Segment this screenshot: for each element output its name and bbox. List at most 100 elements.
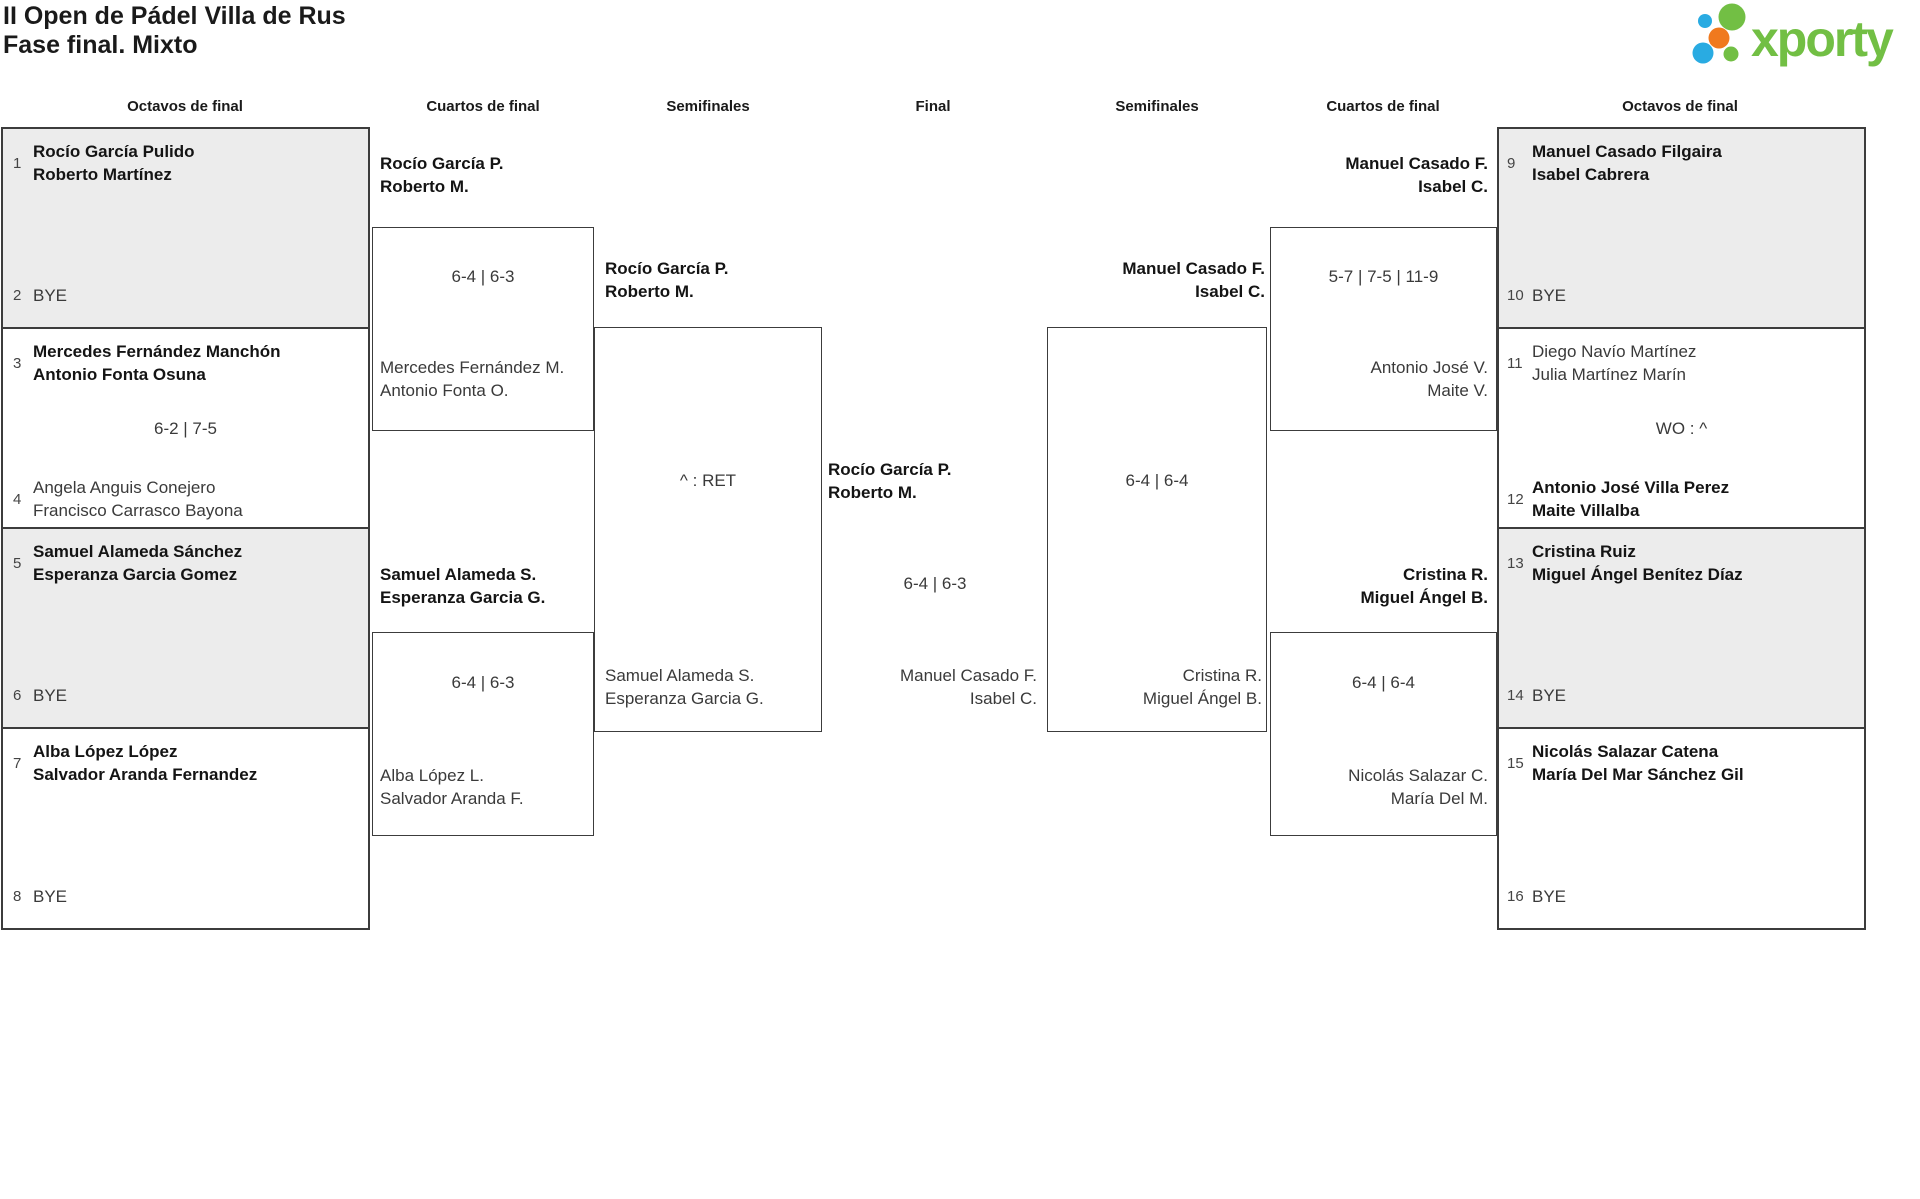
- team-entry-quarter-right-2-winner[interactable]: Cristina R. Miguel Ángel B.: [1361, 563, 1489, 609]
- xporty-logo-graphic: xporty: [1692, 3, 1896, 67]
- bye-label: BYE: [33, 686, 68, 705]
- xporty-logo[interactable]: xporty: [1685, 0, 1920, 70]
- round-header-semis-right: Semifinales: [1115, 98, 1199, 115]
- player-name: Diego Navío Martínez: [1532, 342, 1697, 361]
- bye-label: BYE: [1532, 686, 1567, 705]
- seed-number: 15: [1507, 754, 1524, 772]
- player-name: Miguel Ángel B.: [1360, 588, 1489, 607]
- player-name: Mercedes Fernández M.: [380, 358, 565, 377]
- logo-dot-blue-small: [1698, 14, 1712, 28]
- player-name: Roberto Martínez: [33, 165, 172, 184]
- player-name: Cristina R.: [1402, 565, 1488, 584]
- team-entry-quarter-left-1-loser[interactable]: Mercedes Fernández M.Antonio Fonta O.: [380, 356, 564, 402]
- player-name: Maite V.: [1427, 381, 1488, 400]
- team-entry-seed-16[interactable]: 16 BYE: [1507, 885, 1862, 908]
- seed-number: 1: [13, 154, 22, 172]
- match-score: ^ : RET: [679, 471, 737, 490]
- match-box-semi-right: [1047, 327, 1267, 732]
- player-name: Esperanza Garcia G.: [380, 588, 546, 607]
- player-name: Maite Villalba: [1532, 501, 1640, 520]
- team-entry-seed-14[interactable]: 14 BYE: [1507, 684, 1862, 707]
- team-entry-quarter-right-1-loser[interactable]: Antonio José V.Maite V.: [1370, 356, 1488, 402]
- player-name: Mercedes Fernández Manchón: [33, 342, 281, 361]
- team-entry-seed-10[interactable]: 10 BYE: [1507, 284, 1862, 307]
- player-name: Nicolás Salazar C.: [1348, 766, 1488, 785]
- player-name: María Del Mar Sánchez Gil: [1532, 765, 1744, 784]
- team-entry-quarter-left-2-loser[interactable]: Alba López L.Salvador Aranda F.: [380, 764, 524, 810]
- team-entry-seed-8[interactable]: 8 BYE: [13, 885, 366, 908]
- seed-number: 6: [13, 687, 22, 704]
- seed-number: 16: [1507, 888, 1524, 905]
- player-name: Antonio Fonta Osuna: [33, 365, 206, 384]
- round-header-semis-left: Semifinales: [666, 98, 750, 115]
- player-name: Manuel Casado F.: [1345, 154, 1488, 173]
- match-score: 6-2 | 7-5: [153, 419, 217, 438]
- player-name: Manuel Casado F.: [899, 666, 1037, 685]
- team-entry-semi-left-winner[interactable]: Rocío García P.Roberto M.: [605, 257, 728, 303]
- player-name: Antonio José Villa Perez: [1532, 478, 1730, 497]
- seed-number: 3: [13, 354, 22, 372]
- seed-number: 7: [13, 754, 22, 772]
- match-score: 6-4 | 6-4: [1125, 471, 1189, 490]
- player-name: Nicolás Salazar Catena: [1532, 742, 1719, 761]
- player-name: Manuel Casado Filgaira: [1532, 142, 1722, 161]
- player-name: Roberto M.: [605, 282, 694, 301]
- team-entry-seed-6[interactable]: 6 BYE: [13, 684, 366, 707]
- team-entry-seed-2[interactable]: 2 BYE: [13, 284, 366, 307]
- seed-number: 13: [1507, 554, 1524, 572]
- tournament-phase: Fase final. Mixto: [3, 31, 198, 59]
- logo-wordmark: xporty: [1751, 11, 1894, 67]
- player-name: Esperanza Garcia Gomez: [33, 565, 238, 584]
- team-entry-semi-left-loser[interactable]: Samuel Alameda S.Esperanza Garcia G.: [605, 664, 764, 710]
- team-entry-quarter-right-1-winner[interactable]: Manuel Casado F. Isabel C.: [1345, 152, 1488, 198]
- player-name: Isabel Cabrera: [1532, 165, 1650, 184]
- team-entry-quarter-left-1-winner[interactable]: Rocío García P.Roberto M.: [380, 152, 503, 198]
- player-name: Manuel Casado F.: [1122, 259, 1265, 278]
- match-box-semi-left: [594, 327, 822, 732]
- player-name: Isabel C.: [1418, 177, 1488, 196]
- team-entry-quarter-left-2-winner[interactable]: Samuel Alameda S.Esperanza Garcia G.: [380, 563, 545, 609]
- match-score: 6-4 | 6-3: [903, 574, 967, 593]
- player-name: Miguel Ángel Benítez Díaz: [1532, 565, 1743, 584]
- seed-number: 12: [1507, 490, 1524, 508]
- bye-label: BYE: [33, 286, 68, 305]
- match-score: 6-4 | 6-3: [451, 673, 515, 692]
- seed-number: 14: [1507, 687, 1524, 704]
- match-box-quarter-right-2: [1270, 632, 1497, 836]
- round-header-cuartos-left: Cuartos de final: [426, 98, 540, 115]
- match-score: WO : ^: [1655, 419, 1708, 438]
- bye-label: BYE: [1532, 286, 1567, 305]
- player-name: Samuel Alameda Sánchez: [33, 542, 243, 561]
- match-score: 5-7 | 7-5 | 11-9: [1328, 267, 1439, 286]
- round-header-final: Final: [915, 98, 951, 115]
- team-entry-quarter-right-2-loser[interactable]: Nicolás Salazar C.María Del M.: [1348, 764, 1488, 810]
- team-entry-semi-right-winner[interactable]: Manuel Casado F.Isabel C.: [1122, 257, 1265, 303]
- player-name: Francisco Carrasco Bayona: [33, 501, 243, 520]
- team-entry-final-loser[interactable]: Manuel Casado F.Isabel C.: [900, 664, 1037, 710]
- team-entry-semi-right-loser[interactable]: Cristina R.Miguel Ángel B.: [1143, 664, 1262, 710]
- seed-number: 2: [13, 287, 22, 304]
- player-name: Rocío García Pulido: [33, 142, 195, 161]
- player-name: Rocío García P.: [380, 154, 504, 173]
- round-header-octavos-right: Octavos de final: [1622, 98, 1738, 115]
- team-entry-final-winner[interactable]: Rocío García P.Roberto M.: [828, 458, 951, 504]
- seed-number: 8: [13, 888, 22, 905]
- player-name: Esperanza Garcia G.: [605, 689, 764, 708]
- player-name: Salvador Aranda Fernandez: [33, 765, 258, 784]
- logo-dot-green-small: [1723, 46, 1739, 62]
- bye-label: BYE: [1532, 887, 1567, 906]
